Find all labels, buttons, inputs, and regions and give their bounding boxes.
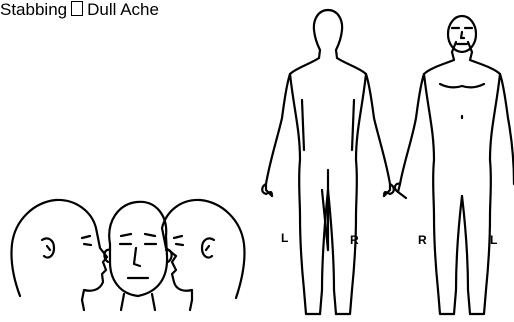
head-front[interactable] <box>104 202 171 310</box>
body-front-view[interactable] <box>395 16 514 314</box>
front-view-left-label: L <box>490 234 497 246</box>
head-profile-right[interactable] <box>162 200 245 310</box>
head-profile-left[interactable] <box>11 200 107 310</box>
back-view-left-label: L <box>281 232 288 244</box>
front-view-right-label: R <box>418 234 427 246</box>
back-view-right-label: R <box>350 234 359 246</box>
body-back-view[interactable] <box>262 10 394 314</box>
